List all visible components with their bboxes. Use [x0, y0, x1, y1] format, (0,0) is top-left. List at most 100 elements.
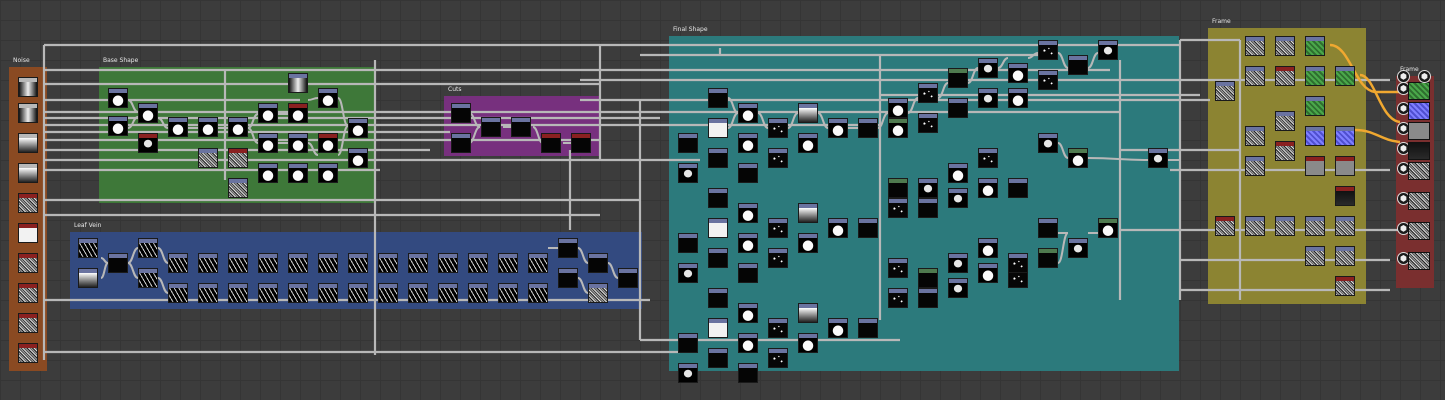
graph-node[interactable]	[18, 163, 38, 183]
graph-node[interactable]	[1305, 96, 1325, 116]
graph-node[interactable]	[18, 253, 38, 273]
graph-node[interactable]	[258, 133, 278, 153]
graph-node[interactable]	[108, 88, 128, 108]
graph-node[interactable]	[318, 283, 338, 303]
graph-node[interactable]	[528, 283, 548, 303]
graph-node[interactable]	[678, 363, 698, 383]
graph-node[interactable]	[678, 333, 698, 353]
graph-node[interactable]	[288, 73, 308, 93]
graph-node[interactable]	[1245, 126, 1265, 146]
graph-node[interactable]	[1098, 218, 1118, 238]
graph-node[interactable]	[481, 117, 501, 137]
graph-node[interactable]	[228, 148, 248, 168]
graph-node[interactable]	[888, 288, 908, 308]
graph-node[interactable]	[978, 178, 998, 198]
graph-node[interactable]	[1335, 276, 1355, 296]
graph-node[interactable]	[1335, 246, 1355, 266]
graph-node[interactable]	[888, 118, 908, 138]
graph-node[interactable]	[1245, 156, 1265, 176]
graph-node[interactable]	[378, 253, 398, 273]
graph-node[interactable]	[948, 68, 968, 88]
graph-node[interactable]	[318, 253, 338, 273]
graph-node[interactable]	[318, 163, 338, 183]
graph-node[interactable]	[678, 263, 698, 283]
graph-node[interactable]	[451, 103, 471, 123]
graph-node[interactable]	[228, 117, 248, 137]
graph-node[interactable]	[541, 133, 561, 153]
graph-node[interactable]	[168, 283, 188, 303]
graph-node[interactable]	[708, 118, 728, 138]
graph-node[interactable]	[1008, 63, 1028, 83]
graph-node[interactable]	[1305, 246, 1325, 266]
graph-node[interactable]	[1068, 148, 1088, 168]
graph-node[interactable]	[288, 163, 308, 183]
graph-node[interactable]	[558, 268, 578, 288]
graph-node[interactable]	[378, 283, 398, 303]
graph-node[interactable]	[258, 103, 278, 123]
graph-node[interactable]	[768, 118, 788, 138]
graph-node[interactable]	[498, 283, 518, 303]
graph-node[interactable]	[948, 188, 968, 208]
graph-node[interactable]	[1068, 238, 1088, 258]
graph-node[interactable]	[18, 193, 38, 213]
graph-node[interactable]	[738, 333, 758, 353]
graph-node[interactable]	[498, 253, 518, 273]
graph-node[interactable]	[1335, 216, 1355, 236]
graph-node[interactable]	[1275, 66, 1295, 86]
graph-node[interactable]	[138, 238, 158, 258]
graph-node[interactable]	[738, 303, 758, 323]
graph-node[interactable]	[888, 178, 908, 198]
graph-node[interactable]	[438, 283, 458, 303]
graph-node[interactable]	[828, 318, 848, 338]
graph-node[interactable]	[978, 238, 998, 258]
graph-node[interactable]	[228, 253, 248, 273]
graph-node[interactable]	[318, 133, 338, 153]
graph-node[interactable]	[948, 278, 968, 298]
graph-node[interactable]	[1275, 141, 1295, 161]
graph-node[interactable]	[18, 77, 38, 97]
graph-node[interactable]	[288, 133, 308, 153]
graph-node[interactable]	[738, 363, 758, 383]
graph-node[interactable]	[1335, 126, 1355, 146]
graph-node[interactable]	[858, 118, 878, 138]
graph-node[interactable]	[918, 113, 938, 133]
cube-icon[interactable]: ⬢	[1397, 122, 1410, 135]
graph-node[interactable]	[1305, 36, 1325, 56]
graph-node[interactable]	[468, 283, 488, 303]
graph-node[interactable]	[168, 253, 188, 273]
graph-node[interactable]	[258, 283, 278, 303]
graph-node[interactable]	[1008, 88, 1028, 108]
graph-node[interactable]	[1335, 186, 1355, 206]
graph-node[interactable]	[78, 238, 98, 258]
graph-node[interactable]	[918, 83, 938, 103]
graph-node[interactable]	[348, 283, 368, 303]
graph-node[interactable]	[451, 133, 471, 153]
graph-node[interactable]	[1215, 216, 1235, 236]
graph-node[interactable]	[588, 253, 608, 273]
graph-node[interactable]	[918, 268, 938, 288]
graph-node[interactable]	[708, 218, 728, 238]
graph-node[interactable]	[18, 283, 38, 303]
graph-node[interactable]	[708, 188, 728, 208]
graph-node[interactable]	[228, 283, 248, 303]
graph-node[interactable]	[1305, 126, 1325, 146]
graph-node[interactable]	[1038, 248, 1058, 268]
graph-node[interactable]	[978, 58, 998, 78]
graph-node[interactable]	[798, 333, 818, 353]
output-thumbnail[interactable]	[1408, 162, 1430, 180]
graph-node[interactable]	[438, 253, 458, 273]
graph-node[interactable]	[588, 283, 608, 303]
graph-node[interactable]	[198, 117, 218, 137]
graph-node[interactable]	[708, 88, 728, 108]
graph-node[interactable]	[528, 253, 548, 273]
graph-node[interactable]	[738, 263, 758, 283]
graph-node[interactable]	[348, 148, 368, 168]
graph-node[interactable]	[708, 148, 728, 168]
graph-node[interactable]	[1038, 70, 1058, 90]
graph-node[interactable]	[1305, 66, 1325, 86]
graph-node[interactable]	[1215, 81, 1235, 101]
graph-node[interactable]	[948, 253, 968, 273]
graph-node[interactable]	[1008, 178, 1028, 198]
graph-node[interactable]	[798, 303, 818, 323]
graph-node[interactable]	[18, 103, 38, 123]
